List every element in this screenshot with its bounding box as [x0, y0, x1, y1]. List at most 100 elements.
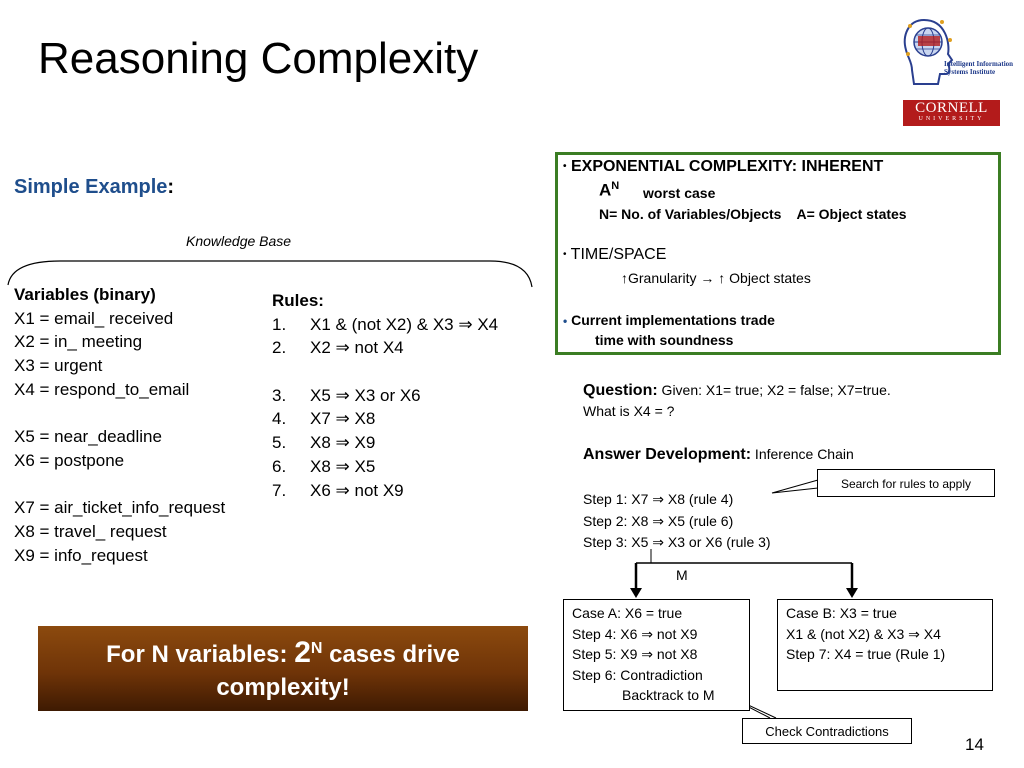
- question-given: Given: X1= true; X2 = false; X7=true.: [657, 382, 891, 398]
- bullet: •: [563, 249, 567, 260]
- bullet: •: [563, 161, 567, 172]
- institute-name: Intelligent Information Systems Institut…: [944, 60, 1013, 76]
- variable-line: X8 = travel_ request: [14, 521, 167, 541]
- cornell-name: CORNELL: [915, 100, 988, 116]
- rule-item: 4. X7 ⇒ X8: [272, 407, 498, 431]
- banner-line-2: complexity!: [216, 674, 350, 701]
- rule-number: 4.: [272, 409, 287, 429]
- knowledge-base-label: Knowledge Base: [186, 233, 292, 249]
- rule-text: X7 ⇒ X8: [310, 409, 376, 429]
- variable-line: X6 = postpone: [14, 450, 125, 470]
- case-a-box: Case A: X6 = true Step 4: X6 ⇒ not X9 St…: [563, 599, 750, 711]
- case-b-box: Case B: X3 = true X1 & (not X2) & X3 ⇒ X…: [777, 599, 993, 691]
- inference-step: Step 3: X5 ⇒ X3 or X6 (rule 3): [583, 534, 771, 550]
- page-number: 14: [965, 735, 984, 754]
- complexity-box: [555, 152, 1001, 355]
- rule-text: X1 & (not X2) & X3 ⇒ X4: [310, 314, 499, 334]
- search-rules-callout: Search for rules to apply: [817, 469, 995, 497]
- question-ask: What is X4 = ?: [583, 403, 675, 419]
- a-exponent: N: [611, 180, 620, 192]
- institute-line-2: Systems Institute: [944, 68, 996, 76]
- check-contradictions-callout: Check Contradictions: [742, 718, 912, 744]
- complexity-banner: For N variables: 2N cases drive complexi…: [38, 626, 528, 711]
- banner-exponent: N: [310, 640, 323, 657]
- inference-step: Step 2: X8 ⇒ X5 (rule 6): [583, 512, 734, 529]
- variable-line: X9 = info_request: [14, 545, 148, 565]
- rule-text: X6 ⇒ not X9: [310, 480, 404, 500]
- rule-number: 3.: [272, 385, 287, 405]
- impl-text-1: Current implementations trade: [571, 312, 775, 328]
- institute-line-1: Intelligent Information: [944, 60, 1014, 68]
- right-arrow-icon: →: [700, 270, 715, 286]
- impl-line-1: • Current implementations trade: [563, 312, 775, 328]
- iisi-logo-icon: [900, 14, 1010, 90]
- variable-line: X4 = respond_to_email: [14, 379, 190, 399]
- rule-number: 7.: [272, 480, 287, 500]
- exponential-line: • EXPONENTIAL COMPLEXITY: INHERENT: [563, 158, 883, 176]
- page-title: Reasoning Complexity: [38, 34, 479, 83]
- up-arrow-icon: ↑: [718, 270, 726, 286]
- a-power-n: AN: [599, 180, 619, 201]
- case-a-line: Step 5: X9 ⇒ not X8: [572, 646, 698, 662]
- time-space-text: TIME/SPACE: [570, 246, 667, 263]
- a-base: A: [599, 180, 612, 200]
- rules-header: Rules:: [272, 291, 324, 310]
- answer-subtitle: Inference Chain: [751, 446, 854, 462]
- simple-example-label: Simple Example: [14, 176, 168, 198]
- rule-number: 1.: [272, 314, 287, 334]
- banner-prefix: For N variables:: [106, 641, 295, 668]
- impl-line-2: time with soundness: [595, 332, 734, 348]
- up-arrow-icon: ↑: [621, 270, 628, 286]
- variable-line: X5 = near_deadline: [14, 427, 162, 447]
- simple-example-colon: :: [167, 176, 175, 198]
- variables-header: Variables (binary): [14, 285, 156, 304]
- case-a-line: Step 6: Contradiction: [572, 666, 703, 683]
- variables-list: Variables (binary) X1 = email_ received …: [14, 283, 225, 567]
- granularity-text: Granularity: [628, 270, 697, 286]
- variable-line: X3 = urgent: [14, 356, 103, 376]
- case-b-line: Case B: X3 = true: [786, 605, 897, 621]
- knowledge-base-arc: [7, 260, 533, 288]
- granularity-line: ↑Granularity → ↑ Object states: [621, 270, 811, 286]
- inference-steps: Step 1: X7 ⇒ X8 (rule 4) Step 2: X8 ⇒ X5…: [583, 489, 771, 554]
- case-b-line: Step 7: X4 = true (Rule 1): [786, 646, 946, 662]
- rule-item: 2. X2 ⇒ not X4: [272, 336, 498, 360]
- rule-item: 3. X5 ⇒ X3 or X6: [272, 384, 498, 408]
- banner-suffix: cases drive: [322, 641, 460, 668]
- bullet: •: [563, 314, 568, 328]
- case-a-line: Case A: X6 = true: [572, 605, 683, 621]
- question-block: Question: Given: X1= true; X2 = false; X…: [583, 380, 891, 422]
- rule-text: X8 ⇒ X9: [310, 433, 376, 453]
- definitions: N= No. of Variables/Objects A= Object st…: [599, 206, 907, 222]
- variable-line: X7 = air_ticket_info_request: [14, 498, 226, 518]
- rule-item: 6. X8 ⇒ X5: [272, 455, 498, 479]
- rule-number: 2.: [272, 338, 287, 358]
- simple-example-heading: Simple Example:: [14, 176, 174, 199]
- rule-text: X5 ⇒ X3 or X6: [310, 385, 421, 405]
- question-header: Question:: [583, 382, 658, 399]
- object-states-text: Object states: [729, 270, 811, 286]
- banner-base: 2: [294, 636, 311, 669]
- case-a-backtrack: Backtrack to M: [622, 687, 715, 703]
- rule-item: 5. X8 ⇒ X9: [272, 431, 498, 455]
- m-label: M: [676, 567, 688, 583]
- inference-step: Step 1: X7 ⇒ X8 (rule 4): [583, 491, 734, 507]
- rule-text: X2 ⇒ not X4: [310, 338, 404, 358]
- time-space-line: • TIME/SPACE: [563, 246, 666, 264]
- exponential-text: EXPONENTIAL COMPLEXITY: INHERENT: [570, 158, 884, 175]
- rule-number: 5.: [272, 433, 287, 453]
- case-a-line: Step 4: X6 ⇒ not X9: [572, 625, 698, 642]
- answer-header: Answer Development:: [583, 446, 752, 463]
- rule-number: 6.: [272, 456, 287, 476]
- answer-heading: Answer Development: Inference Chain: [583, 446, 854, 464]
- case-b-line: X1 & (not X2) & X3 ⇒ X4: [786, 625, 941, 642]
- rule-item: 1. X1 & (not X2) & X3 ⇒ X4: [272, 313, 498, 337]
- rules-list: Rules: 1. X1 & (not X2) & X3 ⇒ X4 2. X2 ⇒ …: [272, 289, 498, 502]
- variable-line: X2 = in_ meeting: [14, 332, 143, 352]
- cornell-logo: CORNELL UNIVERSITY: [903, 100, 1000, 126]
- rule-text: X8 ⇒ X5: [310, 456, 376, 476]
- variable-line: X1 = email_ received: [14, 308, 174, 328]
- rule-item: 7. X6 ⇒ not X9: [272, 479, 498, 503]
- worst-case: worst case: [643, 185, 716, 201]
- cornell-sub: UNIVERSITY: [918, 116, 985, 122]
